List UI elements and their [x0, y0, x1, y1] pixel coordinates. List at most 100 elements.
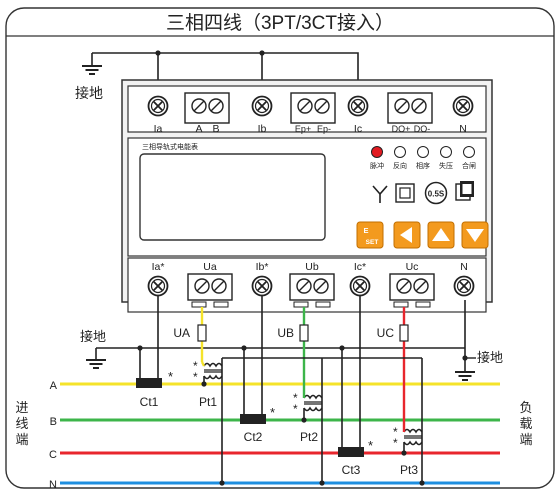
terminal-ub-double[interactable]	[289, 273, 335, 301]
ct3-polarity: *	[368, 438, 373, 453]
pulse-led-icon	[371, 146, 383, 158]
indicator-phase-label: 相序	[416, 161, 430, 170]
label-ep-minus: Ep-	[317, 124, 331, 134]
terminal-do-double[interactable]	[387, 92, 433, 124]
pt2-polarity-bottom: *	[293, 402, 298, 416]
ct1-core	[136, 378, 162, 388]
label-ia: Ia	[154, 123, 163, 135]
label-a: A	[195, 123, 202, 135]
ground-right-label: 接地	[477, 350, 503, 365]
set-button[interactable]: E SET	[356, 221, 384, 249]
label-ep-plus: Ep+	[295, 124, 311, 134]
indicator-close-label: 合闸	[462, 161, 476, 170]
terminal-n-bottom-screw[interactable]	[453, 275, 475, 297]
ct3-core	[338, 447, 364, 457]
label-uc: Uc	[406, 261, 419, 273]
ct2-label: Ct2	[244, 430, 263, 444]
fuse-ub-icon	[299, 324, 309, 342]
label-ia-star: Ia*	[152, 261, 165, 273]
closing-led-icon	[463, 146, 475, 158]
ground-left-label: 接地	[80, 329, 106, 344]
reverse-led-icon	[394, 146, 406, 158]
ct3-label: Ct3	[342, 463, 361, 477]
ground-right-icon	[454, 371, 476, 381]
pt2-polarity-top: *	[293, 391, 298, 405]
fuse-ua-label: UA	[173, 326, 190, 340]
pt3-polarity-bottom: *	[393, 436, 398, 450]
arrow-left-icon	[400, 227, 412, 243]
terminal-ep-double[interactable]	[290, 92, 336, 124]
pt3-label: Pt3	[400, 463, 418, 477]
ct1-polarity: *	[168, 369, 173, 384]
terminal-ib-star-screw[interactable]	[251, 275, 273, 297]
device-label: 三相导轨式电能表	[142, 142, 198, 151]
lcd-screen	[139, 153, 326, 241]
terminal-ic-screw[interactable]	[347, 95, 369, 117]
pt1-polarity-bottom: *	[193, 370, 198, 384]
ct2-polarity: *	[270, 405, 275, 420]
ct2-core	[240, 414, 266, 424]
indicator-pulse-label: 脉冲	[370, 161, 384, 170]
terminal-ua-double[interactable]	[187, 273, 233, 301]
label-ib: Ib	[258, 123, 267, 135]
ground-top-label: 接地	[75, 85, 103, 101]
ground-top-icon	[81, 65, 103, 75]
pt2-label: Pt2	[300, 430, 318, 444]
fuse-uc-label: UC	[377, 326, 395, 340]
fuse-ua-icon	[197, 324, 207, 342]
accuracy-class-badge: 0.5S	[424, 181, 448, 205]
up-button[interactable]	[427, 221, 455, 249]
fuse-ub-label: UB	[277, 326, 294, 340]
wye-symbol-icon	[372, 185, 388, 203]
voltage-loss-led-icon	[440, 146, 452, 158]
pt1-label: Pt1	[199, 395, 217, 409]
terminal-ia-star-screw[interactable]	[147, 275, 169, 297]
pt1-polarity-top: *	[193, 359, 198, 373]
terminal-ib-screw[interactable]	[251, 95, 273, 117]
svg-text:SET: SET	[366, 239, 379, 246]
label-ua: Ua	[203, 261, 217, 273]
label-do-plus: DO+	[392, 124, 411, 134]
pt1-transformer-icon	[203, 362, 223, 380]
svg-text:0.5S: 0.5S	[428, 190, 445, 199]
bus-a-label: A	[50, 380, 58, 392]
diagram-title: 三相四线（3PT/3CT接入）	[166, 12, 394, 34]
ground-left-icon	[85, 359, 107, 369]
outer-frame	[5, 7, 555, 489]
label-ic-star: Ic*	[354, 261, 366, 273]
label-n-top: N	[459, 123, 467, 135]
double-insulation-icon	[395, 183, 415, 203]
incoming-side-label: 进线端	[15, 400, 28, 447]
label-n-bottom: N	[460, 261, 468, 273]
terminal-ab-double[interactable]	[184, 92, 230, 124]
phase-seq-led-icon	[417, 146, 429, 158]
terminal-ia-screw[interactable]	[147, 95, 169, 117]
label-ic: Ic	[354, 123, 362, 135]
indicator-loss-label: 失压	[439, 161, 453, 170]
svg-text:E: E	[363, 226, 368, 235]
bus-b-label: B	[50, 416, 57, 428]
terminal-ic-star-screw[interactable]	[349, 275, 371, 297]
left-button[interactable]	[393, 221, 421, 249]
pt2-transformer-icon	[303, 394, 323, 412]
label-ub: Ub	[305, 261, 319, 273]
label-ib-star: Ib*	[256, 261, 269, 273]
indicator-reverse-label: 反向	[393, 161, 407, 170]
label-do-minus: DO-	[414, 124, 431, 134]
arrow-up-icon	[432, 228, 450, 241]
arrow-down-icon	[466, 229, 484, 242]
label-b: B	[212, 123, 219, 135]
pt3-polarity-top: *	[393, 425, 398, 439]
terminal-uc-double[interactable]	[389, 273, 435, 301]
bus-n-label: N	[49, 479, 57, 491]
pt3-transformer-icon	[403, 428, 423, 446]
bus-c-label: C	[49, 449, 57, 461]
terminal-n-top-screw[interactable]	[452, 95, 474, 117]
down-button[interactable]	[461, 221, 489, 249]
certification-mark-icon	[455, 181, 474, 201]
ct1-label: Ct1	[140, 395, 159, 409]
fuse-uc-icon	[399, 324, 409, 342]
load-side-label: 负载端	[519, 400, 532, 447]
